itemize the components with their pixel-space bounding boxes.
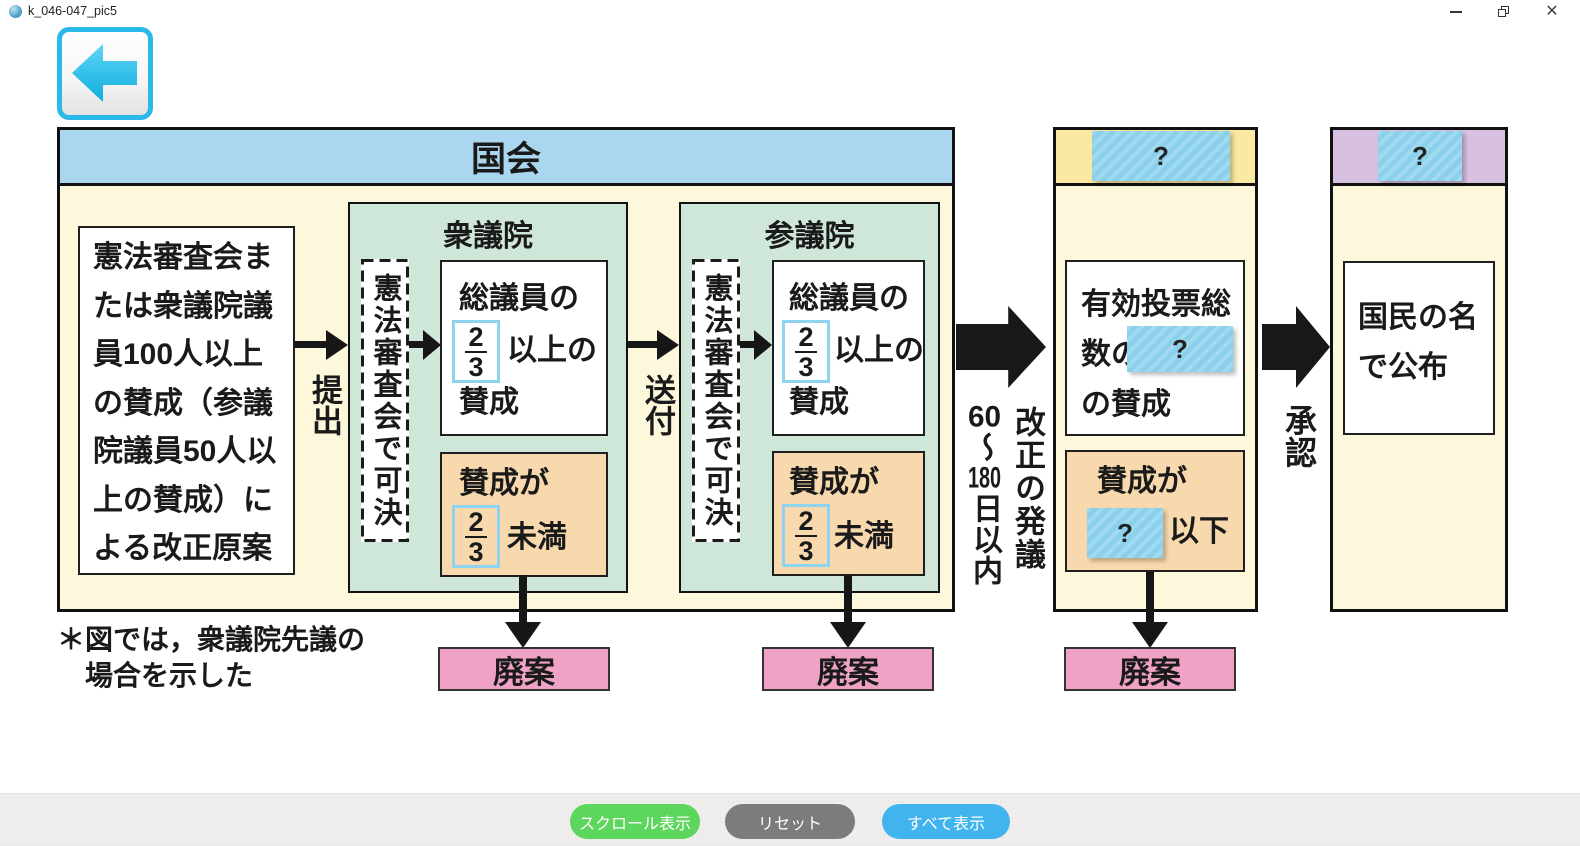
fraction-4: 2 3 — [782, 504, 830, 567]
fail-question: ? — [1117, 517, 1133, 548]
arrow-1-head — [423, 330, 441, 360]
app-icon — [9, 5, 22, 18]
valid-votes-line3: の賛成 — [1081, 388, 1171, 421]
promulgate-text: 国民の名 で公布 — [1358, 301, 1478, 384]
dashed-border — [692, 259, 740, 542]
reject-arrow-3 — [1146, 572, 1154, 623]
back-arrow-icon — [72, 44, 137, 102]
members-text-2: 総議員の — [789, 282, 909, 315]
days-180: 180 — [968, 463, 1001, 493]
title-bar: k_046-047_pic5 ✕ — [0, 0, 1580, 24]
frac-den: 3 — [798, 535, 814, 566]
under-text-1: 未満 — [507, 521, 567, 554]
rejected-label-2: 廃案 — [817, 654, 879, 690]
frac-num: 2 — [465, 323, 487, 353]
frac-den: 3 — [468, 536, 484, 567]
valid-votes-line1: 有効投票総 — [1081, 288, 1231, 321]
bottom-toolbar: スクロール表示 リセット すべて表示 — [0, 793, 1580, 846]
promulgate-box: 国民の名 で公布 — [1343, 261, 1495, 435]
frac-num: 2 — [465, 508, 487, 538]
under-text-2: 未満 — [834, 520, 894, 553]
arrow-1 — [409, 341, 423, 348]
days-tilde: ～ — [968, 432, 1001, 463]
initiation-label: 改正の発議 — [1010, 406, 1045, 571]
reset-button[interactable]: リセット — [725, 804, 855, 839]
rejected-label-1: 廃案 — [493, 654, 555, 690]
rejected-box-1: 廃案 — [438, 647, 610, 691]
or-less-text: 以下 — [1169, 515, 1229, 548]
window-title: k_046-047_pic5 — [28, 4, 117, 18]
submit-arrow-head — [326, 330, 348, 360]
back-button[interactable] — [57, 27, 153, 120]
frac-num: 2 — [795, 507, 817, 537]
referendum-fail-text: 賛成が — [1097, 465, 1187, 498]
over-text-2: 以上の — [834, 334, 924, 367]
committee-text-1: 憲法審査会で可決 — [369, 272, 401, 529]
members-text-1: 総議員の — [459, 282, 579, 315]
send-arrow — [628, 341, 657, 348]
frac-den: 3 — [798, 351, 814, 382]
rejected-box-3: 廃案 — [1064, 647, 1236, 691]
fail-text-2: 賛成が — [789, 466, 879, 499]
pass-box-1: 総議員の 2 3 以上の 賛成 — [440, 260, 608, 436]
initiation-arrow — [956, 306, 1046, 388]
frac-den: 3 — [468, 351, 484, 382]
days-label: 60～180日以内 — [962, 402, 1006, 586]
reject-arrow-1 — [519, 575, 527, 623]
days-60: 60 — [968, 402, 1001, 432]
rejected-box-2: 廃案 — [762, 647, 934, 691]
arrow-2 — [740, 341, 754, 348]
pass-box-2: 総議員の 2 3 以上の 賛成 — [772, 260, 925, 436]
fail-text-1: 賛成が — [459, 467, 549, 500]
show-all-button[interactable]: すべて表示 — [882, 804, 1010, 839]
approval-arrow — [1262, 306, 1330, 388]
reject-arrow-2 — [844, 575, 852, 623]
fail-box-1: 賛成が 2 3 未満 — [440, 452, 608, 577]
referendum-header-sticker[interactable]: ? — [1092, 131, 1230, 181]
send-label: 送付 — [640, 374, 675, 436]
house2-title: 参議院 — [764, 220, 855, 253]
rejected-label-3: 廃案 — [1119, 654, 1181, 690]
diet-title: 国会 — [470, 140, 541, 179]
footnote-line2: 場合を示した — [85, 660, 254, 691]
send-arrow-head — [657, 330, 679, 360]
frac-num: 2 — [795, 323, 817, 353]
submit-label: 提出 — [307, 374, 342, 436]
reject-arrow-3-head — [1132, 622, 1168, 648]
fraction-3: 2 3 — [782, 320, 830, 383]
reject-arrow-1-head — [505, 622, 541, 648]
arrow-2-head — [754, 330, 772, 360]
house1-title: 衆議院 — [443, 220, 533, 253]
fraction-1: 2 3 — [452, 320, 500, 383]
diet-header: 国会 — [60, 130, 952, 186]
committee-box-2: 憲法審査会で可決 — [692, 259, 740, 542]
promulgation-header-question: ? — [1412, 140, 1428, 171]
footnote-line1: ＊図では，衆議院先議の — [57, 624, 366, 655]
reject-arrow-2-head — [830, 622, 866, 648]
close-icon[interactable]: ✕ — [1545, 3, 1559, 20]
fail-box-2: 賛成が 2 3 未満 — [772, 451, 925, 576]
minimize-icon[interactable] — [1450, 11, 1462, 13]
over-text-1: 以上の — [507, 334, 597, 367]
draft-proposal-text: 憲法審査会ま たは衆議院議 員100人以上 の賛成（参議 院議員50人以 上の賛… — [93, 241, 277, 565]
referendum-header-question: ? — [1153, 140, 1169, 171]
days-suffix: 日以内 — [968, 493, 1001, 586]
dashed-border — [361, 259, 409, 542]
valid-votes-sticker[interactable]: ? — [1127, 326, 1233, 372]
committee-text-2: 憲法審査会で可決 — [700, 272, 732, 529]
valid-votes-question: ? — [1172, 333, 1188, 364]
submit-arrow — [295, 341, 326, 348]
scroll-display-button[interactable]: スクロール表示 — [570, 804, 700, 839]
restore-icon-front[interactable] — [1498, 9, 1506, 17]
fraction-2: 2 3 — [452, 505, 500, 568]
draft-proposal-box: 憲法審査会ま たは衆議院議 員100人以上 の賛成（参議 院議員50人以 上の賛… — [78, 226, 295, 575]
approval-label: 承認 — [1281, 404, 1317, 468]
committee-box-1: 憲法審査会で可決 — [361, 259, 409, 542]
approve-text-2: 賛成 — [789, 386, 849, 419]
promulgation-header-sticker[interactable]: ? — [1378, 131, 1462, 181]
approve-text-1: 賛成 — [459, 386, 519, 419]
fail-sticker[interactable]: ? — [1087, 508, 1163, 558]
